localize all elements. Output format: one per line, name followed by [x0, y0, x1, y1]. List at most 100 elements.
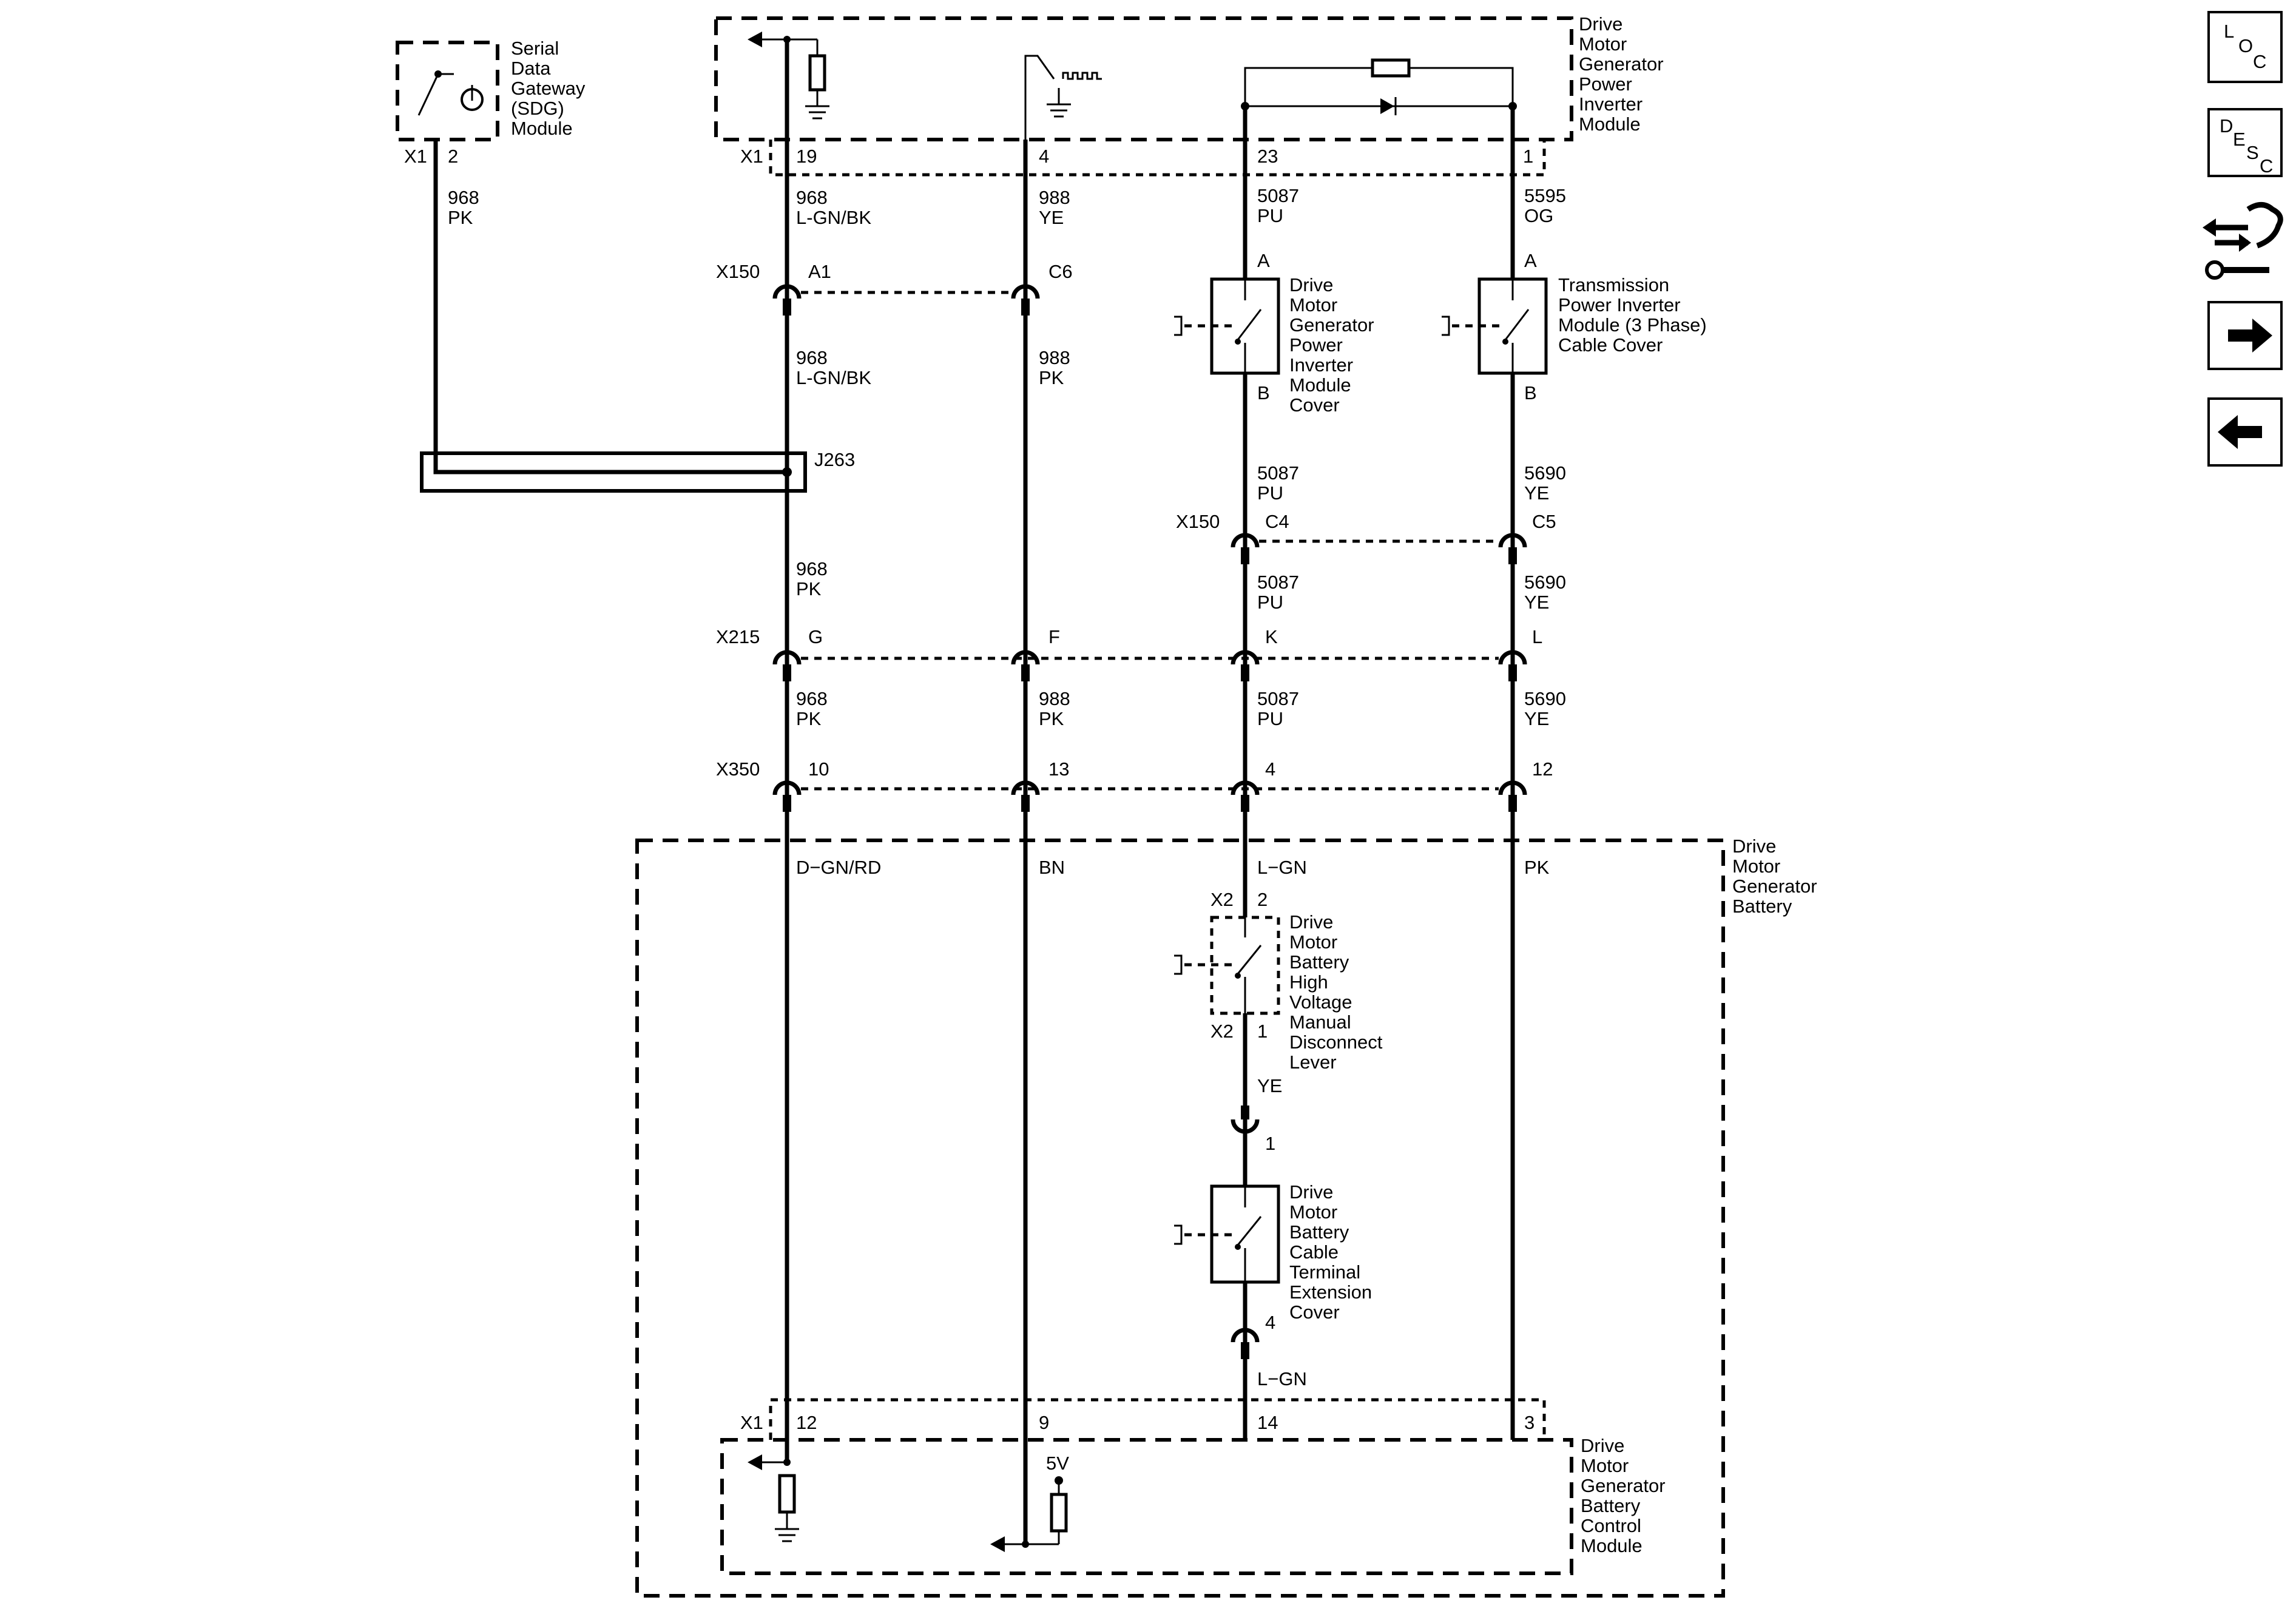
- wire-label: PU: [1257, 482, 1283, 504]
- x150-c6-pin: [1021, 299, 1030, 316]
- svg-text:L: L: [2224, 21, 2234, 42]
- next-page-icon[interactable]: [2207, 301, 2283, 370]
- x2-pin-1: 1: [1257, 1021, 1268, 1042]
- x215-pin-l: L: [1532, 626, 1542, 647]
- wire-label: 5087: [1257, 688, 1299, 709]
- x215-pin-g: G: [808, 626, 823, 647]
- x215-g-pin: [783, 664, 791, 681]
- battery-box: [635, 839, 1725, 1598]
- switch-bracket-icon: [1174, 1224, 1183, 1245]
- terminal-cover-4-pin: [1241, 1342, 1249, 1359]
- x150-pin-c4: C4: [1265, 511, 1289, 532]
- switch-contact: [1237, 279, 1262, 373]
- sdg-data-wire: [433, 140, 787, 474]
- svg-text:Battery: Battery: [1289, 1221, 1349, 1243]
- bcm-pin-9: 9: [1039, 1412, 1049, 1433]
- svg-text:Power Inverter: Power Inverter: [1558, 294, 1681, 316]
- inverter-connector-label: X1: [740, 146, 763, 167]
- svg-text:Manual: Manual: [1289, 1011, 1351, 1033]
- splice-label: J263: [814, 449, 855, 470]
- x150-c4-pin: [1241, 547, 1249, 564]
- svg-text:Battery: Battery: [1581, 1495, 1641, 1516]
- wire-label: YE: [1524, 592, 1549, 613]
- x350-pin-13: 13: [1048, 758, 1069, 780]
- output-arrow-icon: [990, 1536, 1005, 1552]
- inverter-loop-diode: [1380, 98, 1394, 114]
- switch-contact: [1504, 279, 1530, 373]
- svg-text:Disconnect: Disconnect: [1289, 1031, 1383, 1053]
- wire-label: PK: [1039, 708, 1064, 729]
- svg-text:Module (3 Phase): Module (3 Phase): [1558, 314, 1707, 336]
- x350-12-pin: [1508, 795, 1517, 812]
- connector-x350-10: [772, 780, 802, 795]
- wire-label: PK: [1039, 367, 1064, 388]
- svg-text:Cover: Cover: [1289, 394, 1340, 416]
- wire-label: PU: [1257, 592, 1283, 613]
- ground-icon: [805, 105, 829, 120]
- svg-text:Motor: Motor: [1289, 931, 1337, 953]
- svg-text:Serial: Serial: [511, 38, 559, 59]
- previous-page-icon[interactable]: [2207, 397, 2283, 467]
- svg-text:Extension: Extension: [1289, 1281, 1372, 1303]
- bcm-pullup-resistor: [1050, 1493, 1068, 1533]
- svg-text:Module: Module: [1581, 1535, 1643, 1556]
- wire-label: 5690: [1524, 462, 1566, 484]
- x350-label: X350: [716, 758, 760, 780]
- manual-disconnect-label: Drive Motor Battery High Voltage Manual …: [1289, 911, 1383, 1073]
- wire-label: 5690: [1524, 688, 1566, 709]
- bcm-pulldown-resistor: [778, 1474, 796, 1514]
- sw2-pin-b: B: [1524, 382, 1537, 403]
- wire-label: OG: [1524, 205, 1553, 226]
- inverter-label: Drive Motor Generator Power Inverter Mod…: [1579, 13, 1664, 135]
- wire-color-label: YE: [1257, 1075, 1282, 1096]
- inverter-pin-23: 23: [1257, 146, 1278, 167]
- sw1-pin-a: A: [1257, 250, 1270, 271]
- wire-label: L-GN/BK: [796, 207, 871, 228]
- supply-node: [1055, 1476, 1063, 1485]
- connector-x215-l: [1498, 650, 1527, 665]
- connector-x150-c4: [1231, 533, 1260, 548]
- inverter-pin-row: [769, 140, 1546, 177]
- x2-pin-2: 2: [1257, 889, 1268, 910]
- connector-view-icon[interactable]: [2203, 202, 2283, 280]
- svg-text:Generator: Generator: [1581, 1475, 1666, 1496]
- svg-text:Battery: Battery: [1289, 951, 1349, 973]
- wire-label: 988: [1039, 347, 1070, 368]
- pulse-signal-icon: [1062, 72, 1102, 80]
- inverter-pin-1: 1: [1523, 146, 1533, 167]
- bcm-connector-label: X1: [740, 1412, 763, 1433]
- svg-text:Generator: Generator: [1732, 876, 1817, 897]
- svg-text:Data: Data: [511, 58, 551, 79]
- description-button[interactable]: D E S C: [2207, 108, 2283, 177]
- x215-k-pin: [1241, 664, 1249, 681]
- wire-label: L-GN/BK: [796, 367, 871, 388]
- sdg-module-box: [396, 41, 499, 141]
- sdg-connector-label: X1: [404, 146, 427, 167]
- x350-10-pin: [783, 795, 791, 812]
- output-arrow-icon: [748, 32, 762, 47]
- x150-label-2: X150: [1176, 511, 1220, 532]
- inverter-pin-19: 19: [796, 146, 817, 167]
- svg-text:C: C: [2260, 155, 2273, 177]
- wire-label: YE: [1524, 708, 1549, 729]
- connector-x350-12: [1498, 780, 1527, 795]
- supply-voltage-label: 5V: [1046, 1453, 1069, 1474]
- bcm-label: Drive Motor Generator Battery Control Mo…: [1581, 1435, 1666, 1556]
- location-button[interactable]: L O C: [2207, 11, 2283, 83]
- svg-text:Cable: Cable: [1289, 1241, 1339, 1263]
- x2-label-bottom: X2: [1210, 1021, 1234, 1042]
- x350-4-pin: [1241, 795, 1249, 812]
- switch-contact: [1237, 1186, 1262, 1282]
- svg-text:Generator: Generator: [1579, 53, 1664, 75]
- svg-text:Drive: Drive: [1289, 274, 1333, 295]
- sw1-pin-b: B: [1257, 382, 1270, 403]
- wire-color-label: BN: [1039, 857, 1065, 878]
- sdg-switch: [417, 73, 439, 116]
- inverter-cover-label: Drive Motor Generator Power Inverter Mod…: [1289, 274, 1374, 416]
- svg-text:Motor: Motor: [1289, 294, 1337, 316]
- connector-inline-1: [1231, 1119, 1260, 1134]
- svg-text:Transmission: Transmission: [1558, 274, 1669, 295]
- sdg-wire-circuit: 968: [448, 187, 479, 208]
- wire-label: 988: [1039, 187, 1070, 208]
- wire-label: 5087: [1257, 185, 1299, 206]
